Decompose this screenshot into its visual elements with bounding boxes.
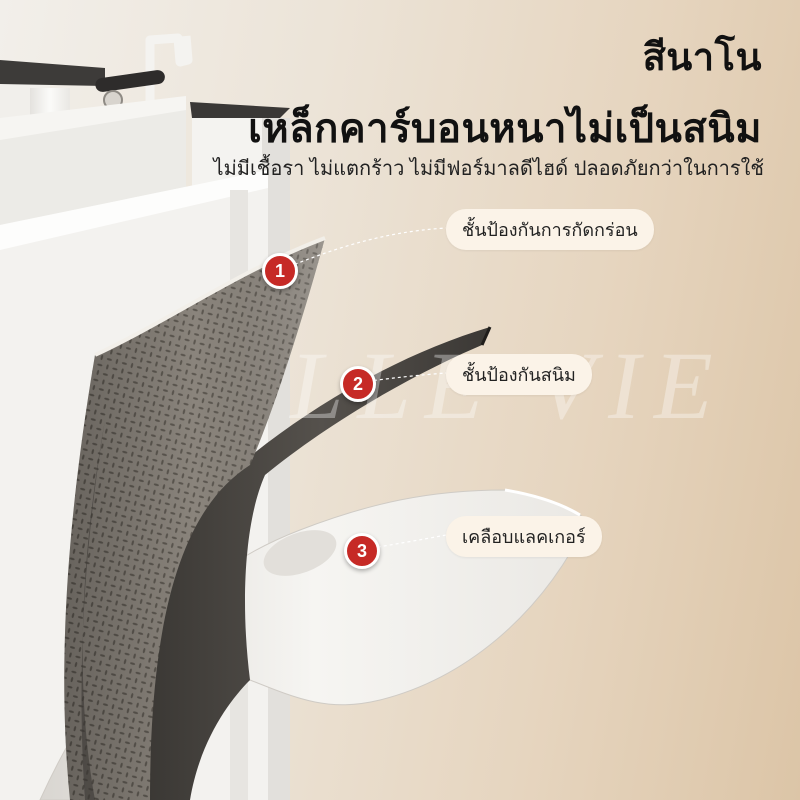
layer-2-badge: 2 <box>340 366 376 402</box>
headline-primary: สีนาโน <box>642 37 762 79</box>
headline-secondary: เหล็กคาร์บอนหนาไม่เป็นสนิม <box>248 107 762 151</box>
layer-3-badge: 3 <box>344 533 380 569</box>
layer-2-label: ชั้นป้องกันสนิม <box>446 354 592 395</box>
layer-3-label: เคลือบแลคเกอร์ <box>446 516 602 557</box>
feature-subtitle: ไม่มีเชื้อรา ไม่แตกร้าว ไม่มีฟอร์มาลดีไฮ… <box>213 158 764 180</box>
layer-1-label: ชั้นป้องกันการกัดกร่อน <box>446 209 654 250</box>
layer-1-badge: 1 <box>262 253 298 289</box>
